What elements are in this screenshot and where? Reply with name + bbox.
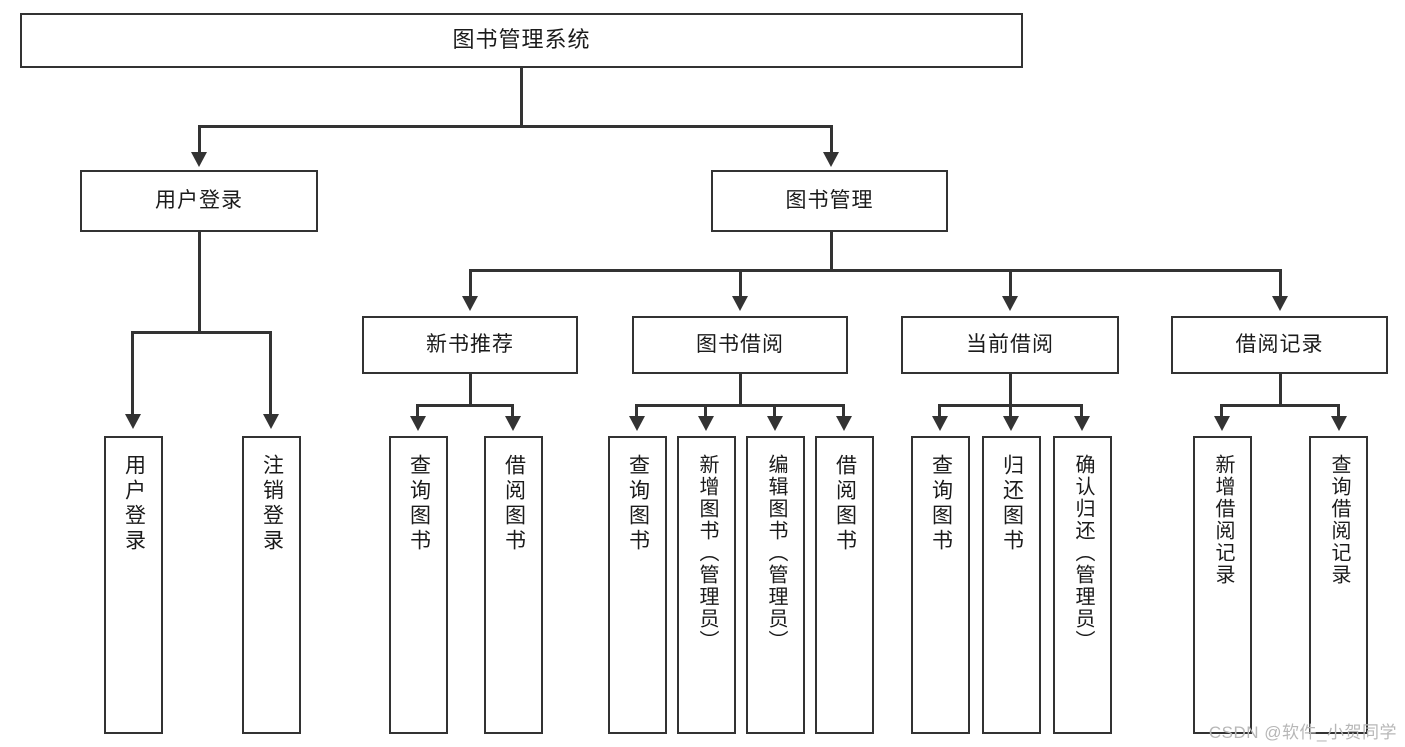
arrow-br-leaf-2	[1331, 416, 1347, 431]
connector-user-login-stem	[198, 232, 201, 333]
connector-root-bar	[198, 125, 832, 128]
leaf-add-borrow-record[interactable]: 新增借阅记录	[1193, 436, 1252, 734]
connector-root-to-user-login	[198, 125, 201, 153]
connector-cb-leaf-1	[938, 404, 941, 417]
node-label: 查询图书	[626, 454, 650, 554]
connector-book-borrow-bar	[635, 404, 843, 407]
connector-borrow-record-bar	[1220, 404, 1339, 407]
connector-cb-leaf-2	[1009, 404, 1012, 417]
node-label: 用户登录	[122, 454, 146, 554]
node-root-system[interactable]: 图书管理系统	[20, 13, 1023, 68]
connector-user-login-bar	[131, 331, 271, 334]
node-label: 注销登录	[260, 454, 284, 554]
connector-cb-leaf-3	[1080, 404, 1083, 417]
connector-root-to-book-manage	[830, 125, 833, 153]
leaf-user-login[interactable]: 用户登录	[104, 436, 163, 734]
node-label: 图书管理	[785, 189, 874, 213]
connector-nbr-leaf-1	[416, 404, 419, 417]
connector-new-book-recommend-stem	[469, 374, 472, 406]
connector-borrow-record-stem	[1279, 374, 1282, 406]
connector-bb-leaf-1	[635, 404, 638, 417]
node-label: 查询图书	[929, 454, 953, 554]
arrow-cb-leaf-2	[1003, 416, 1019, 431]
node-label: 归还图书	[1000, 454, 1024, 554]
connector-root-stem	[520, 68, 523, 126]
connector-level3-bar	[469, 269, 1281, 272]
connector-nbr-leaf-2	[511, 404, 514, 417]
leaf-return-book[interactable]: 归还图书	[982, 436, 1041, 734]
leaf-borrow-book[interactable]: 借阅图书	[815, 436, 874, 734]
connector-new-book-recommend-bar	[416, 404, 513, 407]
arrow-to-borrow-record	[1272, 296, 1288, 311]
arrow-to-book-borrow	[732, 296, 748, 311]
connector-to-book-borrow	[739, 269, 742, 297]
node-book-borrow[interactable]: 图书借阅	[632, 316, 848, 374]
leaf-query-book-recommend[interactable]: 查询图书	[389, 436, 448, 734]
node-label: 当前借阅	[966, 333, 1054, 357]
arrow-bb-leaf-2	[698, 416, 714, 431]
connector-br-leaf-1	[1220, 404, 1223, 417]
connector-to-leaf-user-login	[131, 331, 134, 415]
connector-to-new-book-recommend	[469, 269, 472, 297]
node-label: 新书推荐	[426, 333, 514, 357]
connector-to-borrow-record	[1279, 269, 1282, 297]
arrow-root-to-book-manage	[823, 152, 839, 167]
leaf-user-logout[interactable]: 注销登录	[242, 436, 301, 734]
node-label: 新增图书（管理员）	[696, 454, 718, 652]
arrow-bb-leaf-4	[836, 416, 852, 431]
leaf-query-book-current[interactable]: 查询图书	[911, 436, 970, 734]
arrow-nbr-leaf-1	[410, 416, 426, 431]
node-label: 用户登录	[155, 189, 243, 213]
leaf-add-book-admin[interactable]: 新增图书（管理员）	[677, 436, 736, 734]
arrow-to-new-book-recommend	[462, 296, 478, 311]
node-borrow-record[interactable]: 借阅记录	[1171, 316, 1388, 374]
connector-bb-leaf-2	[704, 404, 707, 417]
leaf-confirm-return-admin[interactable]: 确认归还（管理员）	[1053, 436, 1112, 734]
node-user-login[interactable]: 用户登录	[80, 170, 318, 232]
node-label: 新增借阅记录	[1212, 454, 1234, 586]
arrow-to-leaf-user-login	[125, 414, 141, 429]
connector-bb-leaf-4	[842, 404, 845, 417]
leaf-query-book-borrow[interactable]: 查询图书	[608, 436, 667, 734]
node-label: 编辑图书（管理员）	[765, 454, 787, 652]
connector-book-borrow-stem	[739, 374, 742, 406]
arrow-cb-leaf-3	[1074, 416, 1090, 431]
node-label: 查询图书	[407, 454, 431, 554]
arrow-root-to-user-login	[191, 152, 207, 167]
leaf-borrow-book-recommend[interactable]: 借阅图书	[484, 436, 543, 734]
node-label: 借阅图书	[833, 454, 857, 554]
node-label: 查询借阅记录	[1328, 454, 1350, 586]
node-label: 借阅图书	[502, 454, 526, 554]
leaf-edit-book-admin[interactable]: 编辑图书（管理员）	[746, 436, 805, 734]
connector-to-leaf-user-logout	[269, 331, 272, 415]
arrow-bb-leaf-1	[629, 416, 645, 431]
leaf-query-borrow-record[interactable]: 查询借阅记录	[1309, 436, 1368, 734]
connector-current-borrow-stem	[1009, 374, 1012, 406]
node-label: 图书借阅	[696, 333, 784, 357]
node-current-borrow[interactable]: 当前借阅	[901, 316, 1119, 374]
arrow-bb-leaf-3	[767, 416, 783, 431]
node-new-book-recommend[interactable]: 新书推荐	[362, 316, 578, 374]
node-book-manage[interactable]: 图书管理	[711, 170, 948, 232]
connector-to-current-borrow	[1009, 269, 1012, 297]
arrow-to-current-borrow	[1002, 296, 1018, 311]
connector-br-leaf-2	[1337, 404, 1340, 417]
arrow-br-leaf-1	[1214, 416, 1230, 431]
connector-book-manage-stem	[830, 232, 833, 271]
node-label: 借阅记录	[1235, 333, 1324, 357]
node-label: 确认归还（管理员）	[1072, 454, 1094, 652]
connector-bb-leaf-3	[773, 404, 776, 417]
arrow-to-leaf-user-logout	[263, 414, 279, 429]
node-label: 图书管理系统	[452, 27, 591, 53]
arrow-nbr-leaf-2	[505, 416, 521, 431]
arrow-cb-leaf-1	[932, 416, 948, 431]
